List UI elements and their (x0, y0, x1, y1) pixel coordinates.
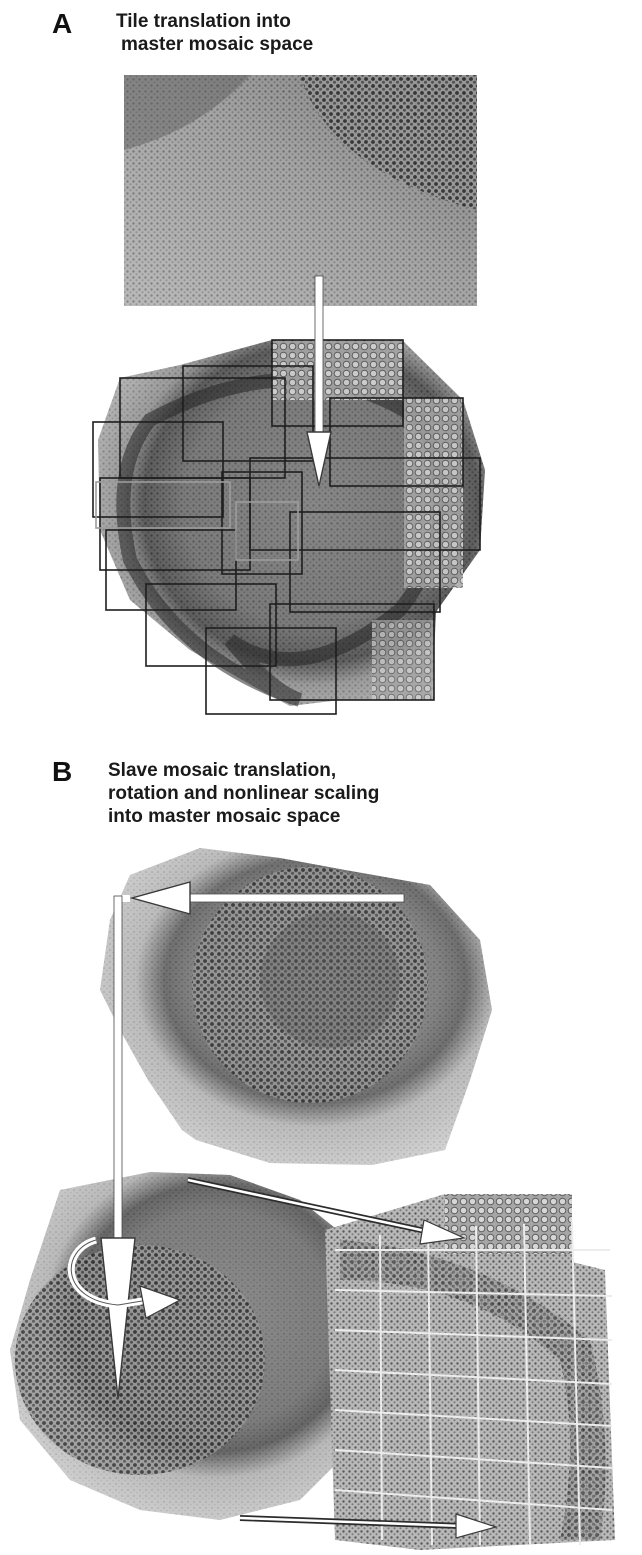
master-mosaic (93, 340, 485, 714)
source-tile (124, 75, 477, 306)
warped-target-mosaic (325, 1194, 615, 1550)
